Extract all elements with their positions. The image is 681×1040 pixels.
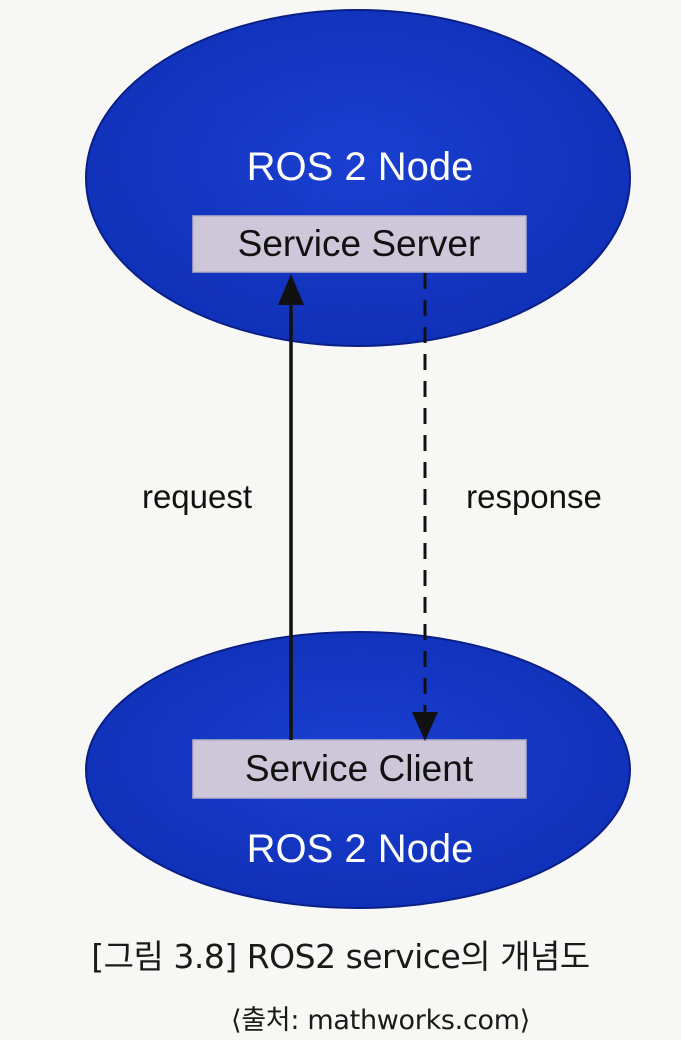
figure-caption: [그림 3.8] ROS2 service의 개념도 xyxy=(91,937,590,976)
response-label: response xyxy=(466,478,602,515)
server-node: ROS 2 Node Service Server xyxy=(85,9,631,347)
request-label: request xyxy=(142,478,252,515)
client-node: Service Client ROS 2 Node xyxy=(85,631,631,909)
client-node-title: ROS 2 Node xyxy=(247,827,474,871)
service-server-label: Service Server xyxy=(238,223,481,264)
ros2-service-diagram: ROS 2 Node Service Server Service Client… xyxy=(85,9,631,909)
request-arrow-head xyxy=(278,274,304,305)
service-server-box xyxy=(192,215,527,273)
service-client-box xyxy=(192,739,527,799)
server-node-title: ROS 2 Node xyxy=(247,145,474,189)
figure-source: ⟨출처: mathworks.com⟩ xyxy=(231,1005,530,1036)
response-arrow-head xyxy=(412,712,438,741)
response-arrow xyxy=(412,273,438,741)
service-client-label: Service Client xyxy=(245,748,474,789)
request-arrow xyxy=(278,274,304,740)
